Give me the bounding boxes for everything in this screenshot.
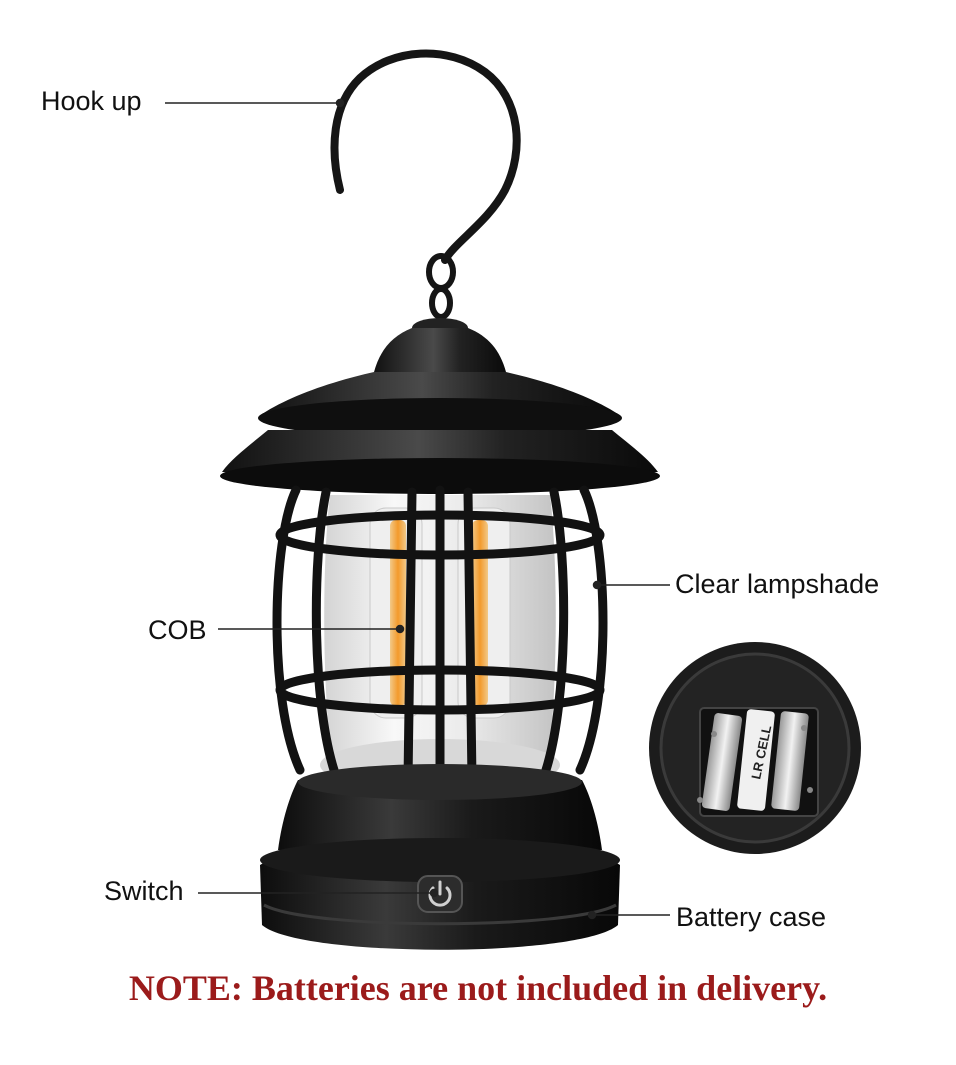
hook — [330, 49, 521, 320]
label-switch: Switch — [104, 876, 184, 906]
label-clear-lampshade: Clear lampshade — [675, 569, 880, 599]
leader-lines — [165, 98, 670, 920]
label-hook-up: Hook up — [41, 86, 142, 116]
label-battery-case: Battery case — [676, 902, 827, 932]
label-cob: COB — [148, 615, 207, 645]
top-cap — [220, 318, 660, 494]
battery-case-inset: LR CELL — [649, 642, 861, 854]
base — [260, 764, 620, 950]
metal-cage — [272, 485, 608, 785]
delivery-note: NOTE: Batteries are not included in deli… — [128, 968, 828, 1008]
